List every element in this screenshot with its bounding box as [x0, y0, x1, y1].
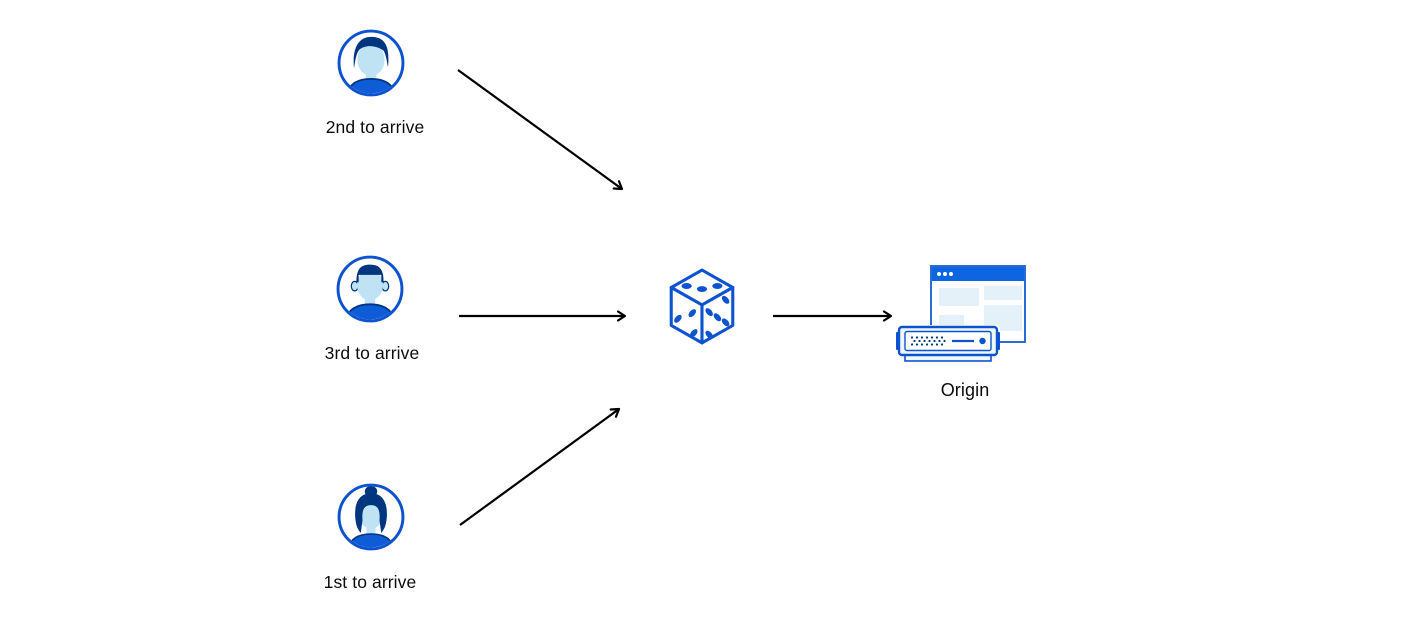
avatar-face [356, 269, 384, 301]
dice-node [667, 267, 737, 347]
avatar-neck [366, 526, 376, 535]
client-1st-label: 1st to arrive [323, 572, 417, 592]
content-placeholder-block [939, 315, 964, 327]
server-icon [896, 325, 1000, 364]
avatar-male-flat-top-icon [336, 255, 404, 323]
server-face-panel [904, 330, 992, 352]
client-2nd-label: 2nd to arrive [325, 117, 425, 137]
client-1st-to-arrive [337, 483, 405, 551]
browser-titlebar [932, 267, 1024, 281]
avatar-face [357, 43, 385, 77]
content-placeholder-block [984, 286, 1022, 300]
titlebar-dot [943, 272, 947, 276]
avatar-hair-bun [364, 486, 378, 498]
content-placeholder-block [939, 288, 979, 306]
client-2nd-to-arrive [337, 29, 405, 97]
server-power-light [979, 337, 986, 345]
titlebar-dot [937, 272, 941, 276]
avatar-male-swept-hair-icon [337, 29, 405, 97]
avatar-female-bun-icon [337, 483, 405, 551]
titlebar-dot [949, 272, 953, 276]
arrow-2nd-to-dice [457, 69, 624, 191]
dice-pips [674, 283, 730, 339]
avatar-neck [365, 72, 377, 82]
avatar-hair [356, 264, 384, 283]
server-vent-dots [910, 336, 946, 346]
avatar-hair [353, 36, 389, 69]
arrow-1st-to-dice [459, 407, 621, 526]
client-3rd-to-arrive [336, 255, 404, 323]
dice-icon [669, 268, 735, 345]
origin-label: Origin [940, 380, 990, 400]
client-3rd-label: 3rd to arrive [324, 343, 420, 363]
avatar-hair [355, 493, 387, 533]
origin-node: Origin [896, 263, 1036, 408]
avatar-neck [364, 298, 376, 308]
